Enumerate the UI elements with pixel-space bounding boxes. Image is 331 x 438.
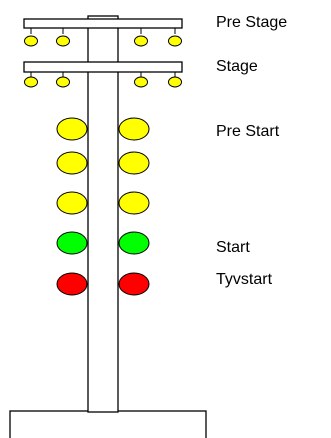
red-lamp-left (56, 272, 88, 296)
pre-stage-lamp-left-1 (24, 35, 38, 47)
false-start-lamps (56, 272, 150, 296)
stage-lamp-left-1 (24, 76, 38, 88)
label-false-start: Tyvstart (216, 271, 273, 288)
label-pre-stage: Pre Stage (216, 14, 288, 31)
pre-stage-bar (23, 18, 183, 29)
stage-lamp-right-2 (168, 76, 182, 88)
label-stage: Stage (216, 58, 258, 75)
stage-lamp-left-2 (56, 76, 70, 88)
stage-bar (23, 61, 183, 73)
start-lamps (56, 231, 150, 255)
stage-lamp-right-1 (134, 76, 148, 88)
green-lamp-right (118, 231, 150, 255)
stage-lamps (24, 72, 182, 88)
amber-lamp-2-right (118, 151, 150, 175)
pre-start-lamps (56, 117, 150, 215)
label-start: Start (216, 239, 250, 256)
pre-stage-lamp-left-2 (56, 35, 70, 47)
green-lamp-left (56, 231, 88, 255)
amber-lamp-1-right (118, 117, 150, 141)
tree-base (9, 410, 207, 438)
amber-lamp-3-left (56, 191, 88, 215)
amber-lamp-1-left (56, 117, 88, 141)
label-pre-start: Pre Start (216, 123, 280, 140)
pre-stage-lamp-right-2 (168, 35, 182, 47)
tree-pole (87, 15, 119, 413)
pre-stage-lamps (24, 28, 182, 47)
amber-lamp-2-left (56, 151, 88, 175)
red-lamp-right (118, 272, 150, 296)
amber-lamp-3-right (118, 191, 150, 215)
pre-stage-lamp-right-1 (134, 35, 148, 47)
